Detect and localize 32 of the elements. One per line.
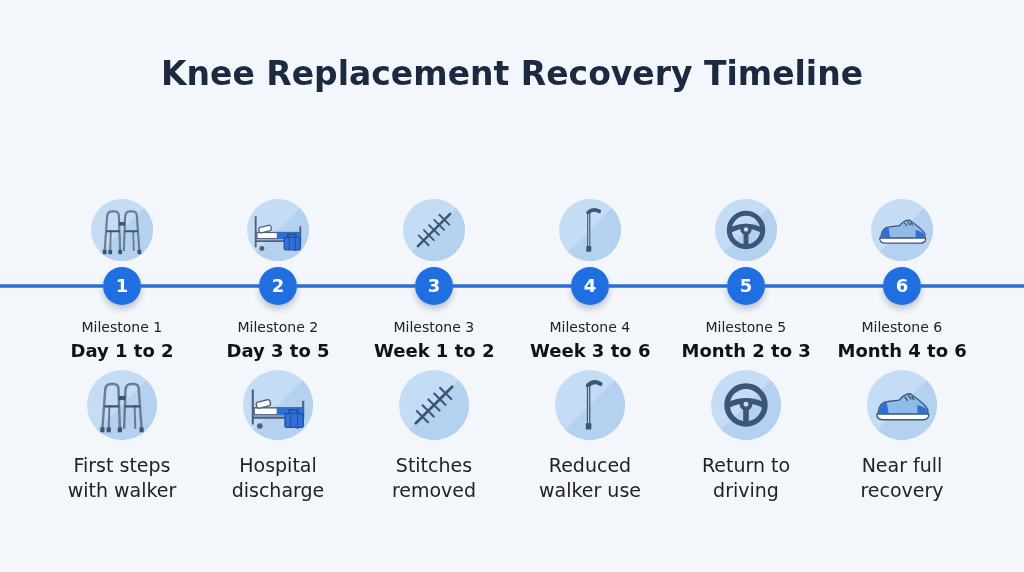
timeline-line: [141, 284, 259, 288]
number-circle: 2: [259, 267, 297, 305]
period-label: Month 2 to 3: [681, 340, 811, 361]
milestone-label: Milestone 6: [861, 319, 943, 335]
number-circle: 1: [103, 267, 141, 305]
description-text: Hospital discharge: [231, 453, 325, 503]
period-label: Day 1 to 2: [70, 340, 174, 361]
timeline-line: [0, 284, 103, 288]
number-circle: 4: [571, 267, 609, 305]
description-text: First steps with walker: [67, 453, 177, 503]
description-text: Reduced walker use: [538, 453, 642, 503]
number-circle: 5: [727, 267, 765, 305]
timeline-line: [765, 284, 883, 288]
description-text: Return to driving: [701, 453, 791, 503]
timeline-line: [453, 284, 571, 288]
timeline-line: [921, 284, 1024, 288]
timeline-line: [609, 284, 727, 288]
number-circle: 6: [883, 267, 921, 305]
title: Knee Replacement Recovery Timeline: [161, 54, 864, 93]
milestone-label: Milestone 5: [705, 319, 787, 335]
milestone-label: Milestone 4: [549, 319, 631, 335]
period-label: Day 3 to 5: [226, 340, 330, 361]
timeline-line: [297, 284, 415, 288]
milestone-label: Milestone 1: [81, 319, 163, 335]
milestone-label: Milestone 2: [237, 319, 319, 335]
description-text: Stitches removed: [391, 453, 477, 503]
description-text: Near full recovery: [859, 453, 945, 503]
milestone-label: Milestone 3: [393, 319, 475, 335]
period-label: Month 4 to 6: [837, 340, 967, 361]
period-label: Week 1 to 2: [374, 340, 495, 361]
number-circle: 3: [415, 267, 453, 305]
period-label: Week 3 to 6: [530, 340, 651, 361]
